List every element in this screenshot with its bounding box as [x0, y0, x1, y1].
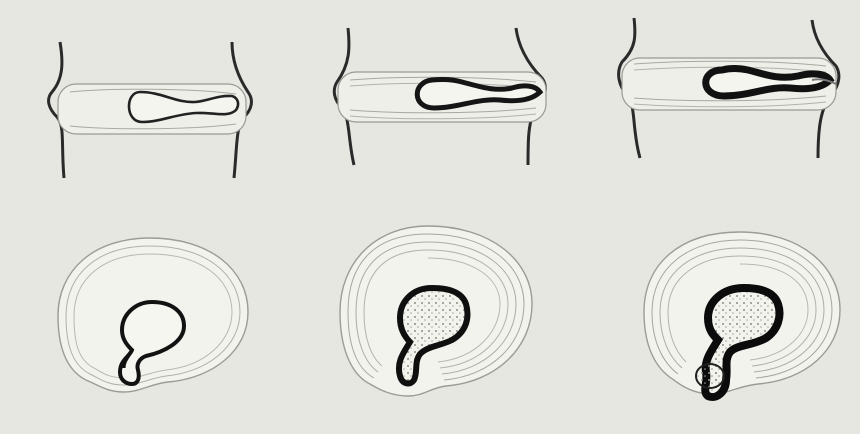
extruded-fragment [696, 364, 724, 388]
